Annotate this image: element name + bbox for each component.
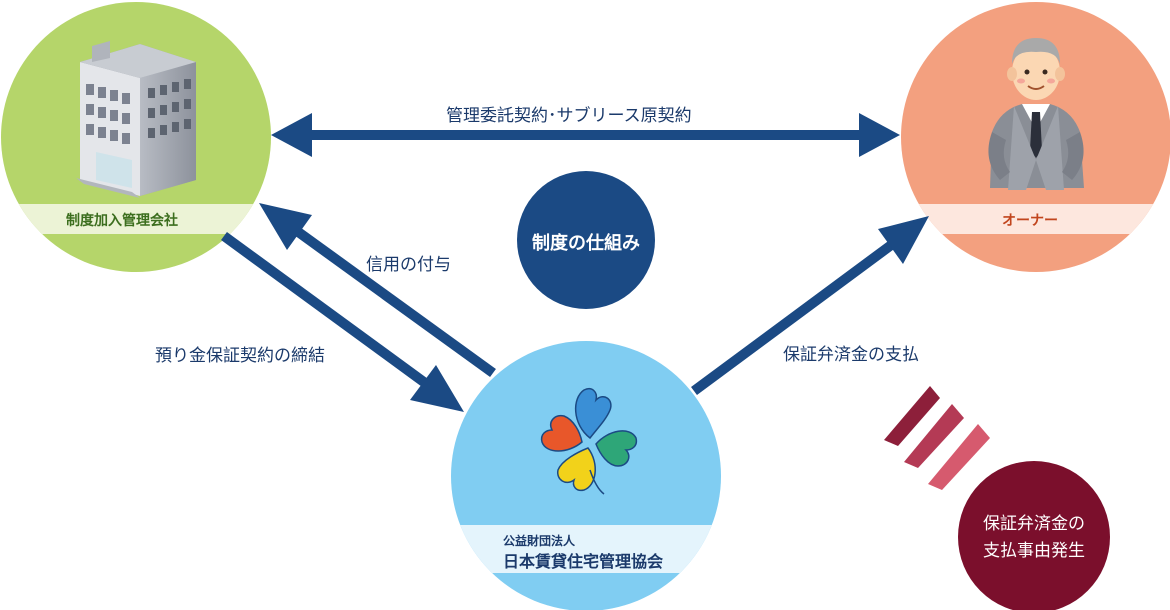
event-circle xyxy=(958,461,1110,610)
arrow-top-label: 管理委託契約･サブリース原契約 xyxy=(446,106,692,126)
company-node xyxy=(1,2,271,272)
center-label: 制度の仕組み xyxy=(532,233,640,254)
association-node xyxy=(451,341,721,610)
event-line-1: 保証弁済金の xyxy=(983,514,1085,534)
arrow-top-double xyxy=(271,113,900,157)
arrow-credit xyxy=(259,203,496,378)
center-circle xyxy=(517,171,655,309)
event-line-2: 支払事由発生 xyxy=(983,541,1085,561)
alert-slash-icon xyxy=(884,386,990,490)
clover-logo-icon xyxy=(540,388,638,495)
association-label: 日本賃貸住宅管理協会 xyxy=(503,552,664,571)
association-sub-label: 公益財団法人 xyxy=(503,534,576,548)
owner-label: オーナー xyxy=(1002,213,1058,229)
company-label: 制度加入管理会社 xyxy=(66,213,178,229)
building-icon xyxy=(76,41,196,198)
owner-node xyxy=(901,2,1170,272)
arrows xyxy=(221,113,929,412)
arrow-payment xyxy=(691,216,929,396)
arrow-deposit xyxy=(221,231,464,412)
arrow-deposit-label: 預り金保証契約の締結 xyxy=(155,346,325,366)
arrow-payment-label: 保証弁済金の支払 xyxy=(783,345,919,365)
arrow-credit-label: 信用の付与 xyxy=(366,255,451,275)
businessman-icon xyxy=(988,38,1084,190)
